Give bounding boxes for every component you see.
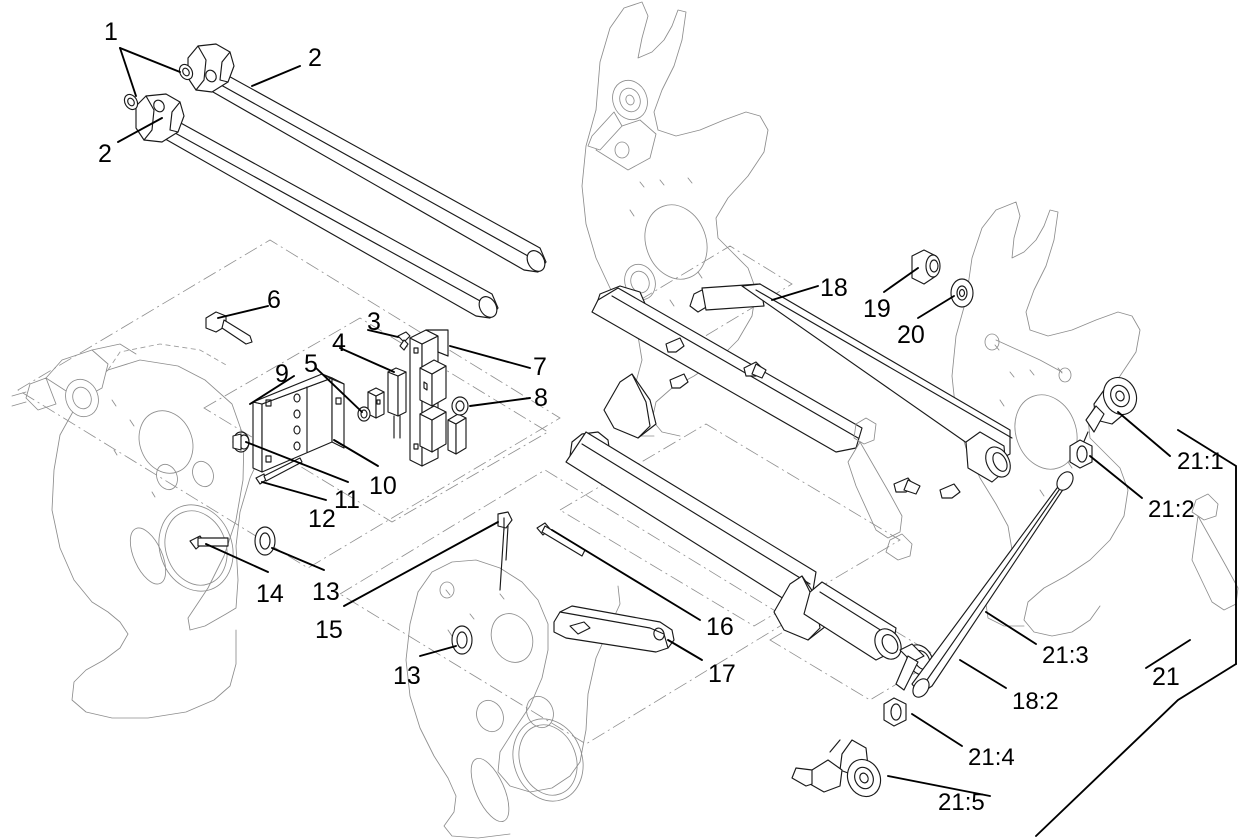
part-switch-actuator (387, 367, 407, 439)
callout-7: 7 (533, 353, 547, 381)
callout-2: 2 (98, 140, 112, 168)
callout-11: 11 (334, 486, 360, 514)
callout-13: 13 (393, 662, 421, 690)
part-switch-plate (409, 329, 467, 467)
callout-21-5: 21:5 (938, 789, 985, 816)
part-pivot-pin-14 (189, 535, 229, 550)
callout-2: 2 (308, 44, 322, 72)
callout-6: 6 (267, 286, 281, 314)
callout-21: 21 (1152, 663, 1180, 691)
part-clevis-pin-16 (536, 522, 586, 557)
callout-14: 14 (256, 580, 284, 608)
part-washer-20 (950, 278, 974, 308)
callout-19: 19 (863, 295, 891, 323)
callout-21-2: 21:2 (1148, 496, 1195, 523)
part-switch-tab (367, 387, 385, 419)
callout-18-2: 18:2 (1012, 688, 1059, 715)
part-link-arm-17 (553, 605, 675, 653)
part-damper-rod-upper (178, 43, 547, 273)
callout-20: 20 (897, 321, 925, 349)
part-damper-rod-lower (123, 93, 499, 319)
callout-13: 13 (312, 578, 340, 606)
part-control-bracket (232, 373, 345, 485)
part-spacer-19 (911, 249, 941, 285)
ghost-frame-bottom (405, 559, 621, 839)
part-lift-frame-18 (565, 283, 1239, 676)
part-hairpin-cotter-15 (497, 511, 513, 591)
ghost-frame-top (581, 1, 769, 437)
part-washer-13-left (254, 526, 276, 556)
callout-21-4: 21:4 (968, 744, 1015, 771)
callout-21-3: 21:3 (1042, 642, 1089, 669)
part-carriage-bolt (205, 311, 253, 345)
callout-8: 8 (534, 384, 548, 412)
ghost-frame-left (11, 343, 265, 719)
part-lift-link-21 (791, 376, 1138, 798)
callout-10: 10 (369, 472, 397, 500)
part-locknut-8 (451, 396, 469, 416)
callout-18: 18 (820, 274, 848, 302)
callout-4: 4 (332, 329, 346, 357)
callout-5: 5 (304, 350, 318, 378)
callout-3: 3 (367, 308, 381, 336)
callout-9: 9 (275, 360, 289, 388)
part-screw-3 (397, 331, 411, 351)
callout-17: 17 (708, 660, 736, 688)
leader-lines (117, 47, 1237, 837)
callout-21-1: 21:1 (1177, 448, 1224, 475)
callout-15: 15 (315, 616, 343, 644)
part-washer-13-bottom (451, 625, 473, 655)
callout-12: 12 (308, 505, 336, 533)
callout-16: 16 (706, 613, 734, 641)
callout-1: 1 (104, 18, 118, 46)
